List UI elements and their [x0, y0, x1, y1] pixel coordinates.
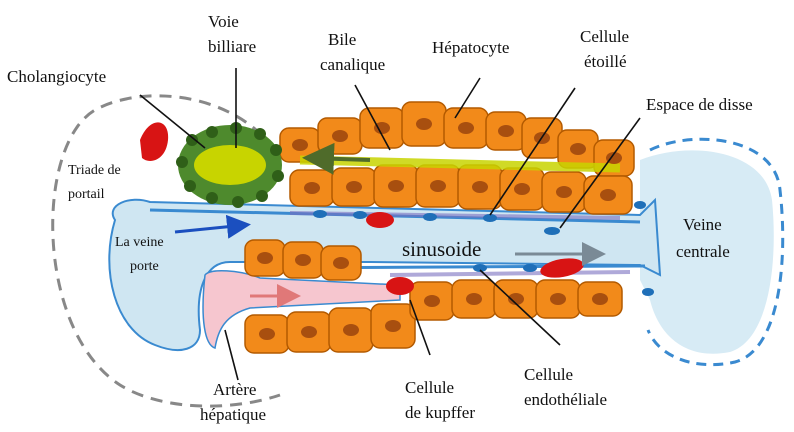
label-bile-canalique-2: canalique	[320, 55, 385, 74]
bile-duct	[176, 122, 284, 208]
label-kupffer-2: de kupffer	[405, 403, 475, 422]
disse-space-strip-lower	[390, 272, 630, 275]
label-cholangiocyte: Cholangiocyte	[7, 67, 106, 86]
label-endotheliale-2: endothéliale	[524, 390, 607, 409]
bile-flow-arrow	[310, 158, 370, 160]
label-veine-centrale-1: Veine	[683, 215, 722, 234]
label-cellule-etoille-1: Cellule	[580, 27, 629, 46]
label-kupffer-1: Cellule	[405, 378, 454, 397]
label-veine-porte-2: porte	[130, 259, 159, 274]
label-veine-centrale-2: centrale	[676, 242, 730, 261]
label-endotheliale-1: Cellule	[524, 365, 573, 384]
label-cellule-etoille-2: étoillé	[584, 52, 626, 71]
label-bile-canalique-1: Bile	[328, 30, 356, 49]
label-voie-biliaire-1: Voie	[208, 12, 239, 31]
label-artere-1: Artère	[213, 380, 256, 399]
label-triade-1: Triade de	[68, 163, 121, 178]
label-hepatocyte: Hépatocyte	[432, 38, 509, 57]
label-veine-porte-1: La veine	[115, 235, 164, 250]
label-sinusoide: sinusoide	[402, 237, 481, 261]
label-voie-biliaire-2: billiare	[208, 37, 256, 56]
label-artere-2: hépatique	[200, 405, 266, 424]
label-espace-de-disse: Espace de disse	[646, 95, 753, 114]
label-triade-2: portail	[68, 187, 105, 202]
